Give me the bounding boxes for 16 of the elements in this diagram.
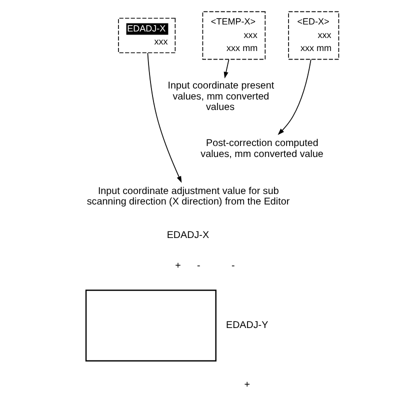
label: + (244, 380, 250, 391)
node-text: Input coordinate adjustment value for sub scanning direction (X direction) from the Editor (86, 186, 290, 208)
label: EDADJ-Y (226, 320, 268, 332)
node-box: <TEMP-X> xxx xxx mm (202, 11, 266, 60)
label: - (230, 260, 234, 272)
node-text: Post-correction computed values, mm converted value (200, 138, 323, 160)
arrow (277, 59, 311, 135)
label: - (196, 260, 200, 272)
arrow (146, 52, 182, 183)
node-text: Input coordinate present values, mm converted values (167, 80, 274, 113)
label: + (174, 260, 180, 272)
node-box: <ED-X> xxx xxx mm (288, 11, 339, 60)
label: EDADJ-X (166, 230, 209, 242)
arrow (223, 59, 229, 78)
node-box (84, 290, 216, 362)
node-box: EDADJ-X xxx (118, 18, 176, 54)
